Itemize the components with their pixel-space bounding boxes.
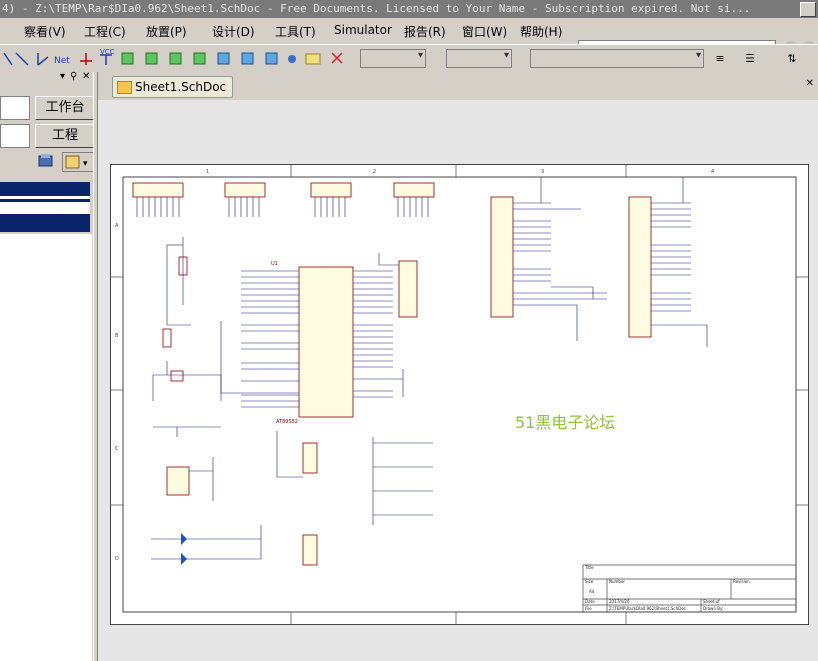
menu-view[interactable]: 察看(V) — [24, 25, 66, 39]
menu-place[interactable]: 放置(P) — [146, 25, 187, 39]
watermark-text: 51黑电子论坛 — [515, 413, 616, 432]
border-num-4: 4 — [711, 169, 714, 175]
align-icon[interactable]: ≡ — [715, 52, 725, 65]
svg-text:VCC: VCC — [100, 48, 115, 56]
tab-label: Sheet1.SchDoc — [135, 80, 227, 94]
border-letter-a: A — [115, 223, 119, 229]
tb-number-label: Number — [609, 579, 625, 584]
file-view-icon[interactable] — [36, 152, 56, 170]
tb-size: A4 — [589, 589, 595, 594]
project-field[interactable] — [0, 124, 30, 148]
panel-splitter[interactable] — [93, 72, 98, 661]
snap-icon[interactable]: ⇅ — [787, 52, 797, 65]
tb-date: 2017/4/26 — [609, 599, 630, 604]
mcu-label: U1 — [271, 261, 278, 267]
filter-combo-1[interactable] — [360, 49, 426, 68]
project-tree[interactable] — [0, 234, 92, 661]
border-num-1: 1 — [206, 169, 209, 175]
schematic-canvas[interactable]: 1 2 3 4 A B C D — [98, 100, 818, 661]
panel-menu-icon[interactable]: ▾ — [60, 71, 66, 82]
tb-file: Z:\TEMP\Rar$DIa0.962\Sheet1.SchDoc — [609, 606, 686, 611]
border-num-3: 3 — [541, 169, 544, 175]
tb-sheet: Sheet of — [703, 599, 720, 604]
toolbar: Net VCC ≡ ☰ ⇅ — [0, 44, 818, 73]
svg-text:Net: Net — [54, 56, 70, 66]
panel-header: ▾ ⚲ ✕ — [0, 71, 96, 86]
filter-combo-2[interactable] — [446, 49, 512, 68]
filter-combo-3[interactable] — [530, 49, 704, 68]
window-title-bar: 4) - Z:\TEMP\Rar$DIa0.962\Sheet1.SchDoc … — [0, 0, 818, 18]
grid-icon[interactable]: ☰ — [745, 52, 755, 65]
close-icon[interactable]: ✕ — [82, 71, 91, 82]
projects-panel: ▾ ⚲ ✕ 工作台 工程 ▾ — [0, 71, 96, 661]
svg-text:▾: ▾ — [83, 159, 88, 169]
menu-window[interactable]: 窗口(W) — [462, 25, 508, 39]
mcu-part: AT89S52 — [276, 419, 298, 425]
tb-date-label: Date — [585, 599, 595, 604]
border-letter-d: D — [115, 556, 119, 562]
row-spacer — [0, 196, 90, 199]
menu-design[interactable]: 设计(D) — [212, 25, 255, 39]
tb-size-label: Size — [585, 579, 594, 584]
schematic-sheet[interactable]: 1 2 3 4 A B C D — [110, 164, 809, 625]
menu-simulator[interactable]: Simulator — [334, 23, 392, 37]
tb-title-label: Title — [584, 565, 594, 570]
project-button[interactable]: 工程 — [35, 124, 95, 148]
tb-file-label: File — [585, 606, 592, 611]
menu-reports[interactable]: 报告(R) — [404, 25, 446, 39]
tab-close-icon[interactable]: ✕ — [805, 78, 814, 89]
tree-row-selected[interactable] — [0, 214, 90, 232]
project-row[interactable] — [0, 202, 90, 214]
schematic-drawing: 1 2 3 4 A B C D — [111, 165, 808, 624]
menu-help[interactable]: 帮助(H) — [520, 25, 563, 39]
menu-bar: 察看(V) 工程(C) 放置(P) 设计(D) 工具(T) Simulator … — [0, 18, 818, 60]
workspace-button[interactable]: 工作台 — [35, 96, 95, 120]
document-tab-bar: Sheet1.SchDoc ✕ — [98, 72, 818, 100]
tab-sheet1[interactable]: Sheet1.SchDoc — [112, 76, 234, 98]
mcu-body — [298, 266, 354, 418]
row-divider — [0, 199, 90, 202]
menu-project[interactable]: 工程(C) — [84, 25, 126, 39]
pin-icon[interactable]: ⚲ — [70, 71, 78, 82]
place-toolbar-icons[interactable]: Net VCC — [0, 45, 360, 73]
selected-row[interactable] — [0, 182, 90, 196]
border-letter-b: B — [115, 333, 119, 339]
tb-drawn: Drawn By: — [703, 606, 723, 611]
workspace-field[interactable] — [0, 96, 30, 120]
border-num-2: 2 — [373, 169, 376, 175]
window-title: 4) - Z:\TEMP\Rar$DIa0.962\Sheet1.SchDoc … — [2, 2, 751, 15]
tb-revision-label: Revision — [733, 579, 750, 584]
menu-tools[interactable]: 工具(T) — [275, 25, 316, 39]
structure-view-icon[interactable]: ▾ — [62, 152, 94, 172]
minimize-button[interactable] — [800, 2, 816, 17]
border-letter-c: C — [115, 446, 119, 452]
schematic-doc-icon — [117, 81, 132, 94]
